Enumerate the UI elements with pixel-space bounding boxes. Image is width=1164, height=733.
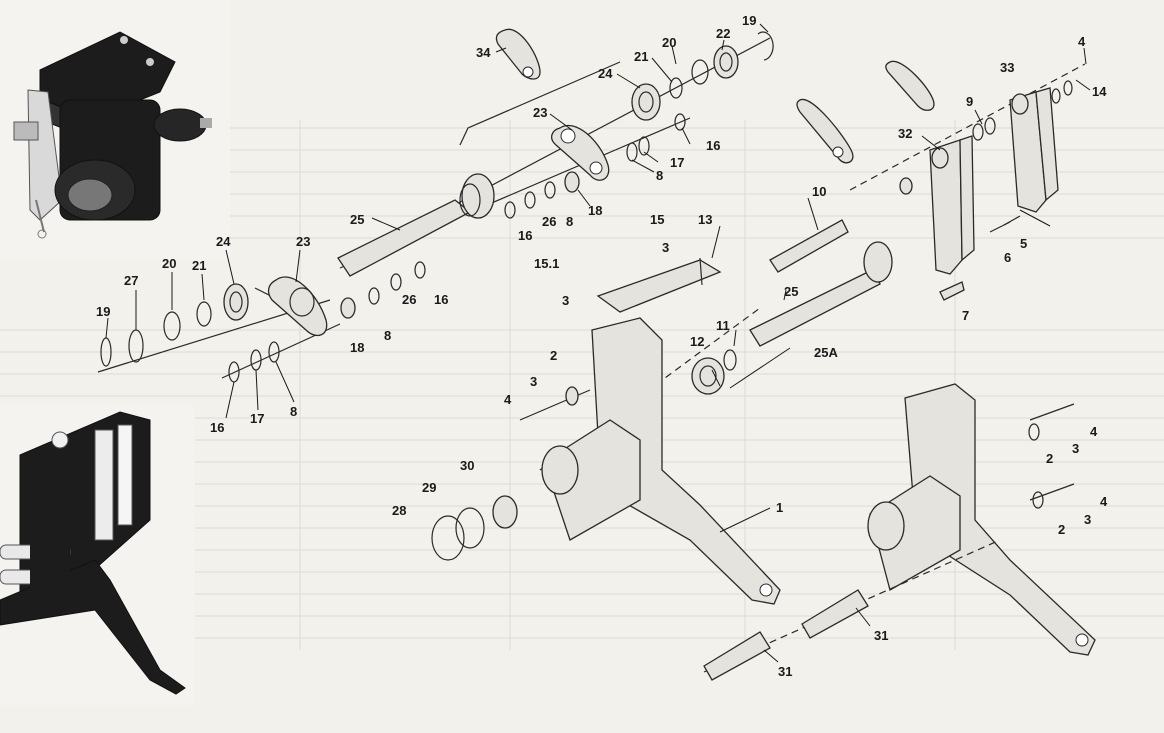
callout-2: 2 bbox=[1046, 451, 1053, 466]
callout-13: 13 bbox=[698, 212, 712, 227]
callout-4: 4 bbox=[1100, 494, 1108, 509]
callout-16: 16 bbox=[434, 292, 448, 307]
callout-11: 11 bbox=[716, 318, 730, 333]
callout-17: 17 bbox=[670, 155, 684, 170]
callout-3: 3 bbox=[1084, 512, 1091, 527]
callout-8: 8 bbox=[566, 214, 573, 229]
callout-1: 1 bbox=[776, 500, 783, 515]
leader-lines bbox=[105, 23, 1091, 663]
callout-23: 23 bbox=[533, 105, 547, 120]
callout-8: 8 bbox=[290, 404, 297, 419]
callout-27: 27 bbox=[124, 273, 138, 288]
callout-24: 24 bbox=[598, 66, 613, 81]
motor-assembly-photo bbox=[0, 0, 230, 260]
callout-19: 19 bbox=[96, 304, 110, 319]
callout-21: 21 bbox=[192, 258, 206, 273]
callout-5: 5 bbox=[1020, 236, 1027, 251]
callout-7: 7 bbox=[962, 308, 969, 323]
arm-bracket-photo bbox=[0, 405, 195, 705]
callout-23: 23 bbox=[296, 234, 310, 249]
callout-4: 4 bbox=[1090, 424, 1098, 439]
callout-31: 31 bbox=[778, 664, 792, 679]
callout-17: 17 bbox=[250, 411, 264, 426]
callout-2: 2 bbox=[550, 348, 557, 363]
callout-19: 19 bbox=[742, 13, 756, 28]
callout-24: 24 bbox=[216, 234, 231, 249]
callout-20: 20 bbox=[662, 35, 676, 50]
callout-28: 28 bbox=[392, 503, 406, 518]
callout-21: 21 bbox=[634, 49, 648, 64]
callout-22: 22 bbox=[716, 26, 730, 41]
callout-26: 26 bbox=[402, 292, 416, 307]
callout-25a: 25A bbox=[814, 345, 838, 360]
left-shaft-assembly bbox=[97, 261, 426, 383]
callout-31: 31 bbox=[874, 628, 888, 643]
callout-3: 3 bbox=[662, 240, 669, 255]
callout-14: 14 bbox=[1092, 84, 1107, 99]
main-housing-arm bbox=[431, 219, 893, 605]
callout-9: 9 bbox=[966, 94, 973, 109]
callout-15-1: 15.1 bbox=[534, 256, 559, 271]
right-housing-arm bbox=[703, 383, 1096, 681]
callout-18: 18 bbox=[350, 340, 364, 355]
callout-6: 6 bbox=[1004, 250, 1011, 265]
callout-16: 16 bbox=[706, 138, 720, 153]
callout-18: 18 bbox=[588, 203, 602, 218]
callout-25: 25 bbox=[784, 284, 798, 299]
callout-30: 30 bbox=[460, 458, 474, 473]
callout-15: 15 bbox=[650, 212, 664, 227]
callout-29: 29 bbox=[422, 480, 436, 495]
callout-4: 4 bbox=[504, 392, 512, 407]
upper-shaft-assembly bbox=[337, 28, 774, 277]
callout-16: 16 bbox=[518, 228, 532, 243]
callout-3: 3 bbox=[1072, 441, 1079, 456]
callout-4: 4 bbox=[1078, 34, 1086, 49]
callout-12: 12 bbox=[690, 334, 704, 349]
callout-8: 8 bbox=[384, 328, 391, 343]
callout-8: 8 bbox=[656, 168, 663, 183]
callout-20: 20 bbox=[162, 256, 176, 271]
callout-32: 32 bbox=[898, 126, 912, 141]
callout-16: 16 bbox=[210, 420, 224, 435]
callout-25: 25 bbox=[350, 212, 364, 227]
callout-3: 3 bbox=[562, 293, 569, 308]
callout-33: 33 bbox=[1000, 60, 1014, 75]
callout-10: 10 bbox=[812, 184, 826, 199]
callout-labels: 19 22 20 21 34 24 23 16 17 8 18 26 8 16 … bbox=[96, 13, 1108, 679]
callout-2: 2 bbox=[1058, 522, 1065, 537]
callout-3: 3 bbox=[530, 374, 537, 389]
callout-26: 26 bbox=[542, 214, 556, 229]
right-linkage-assembly bbox=[796, 60, 1086, 301]
callout-34: 34 bbox=[476, 45, 491, 60]
